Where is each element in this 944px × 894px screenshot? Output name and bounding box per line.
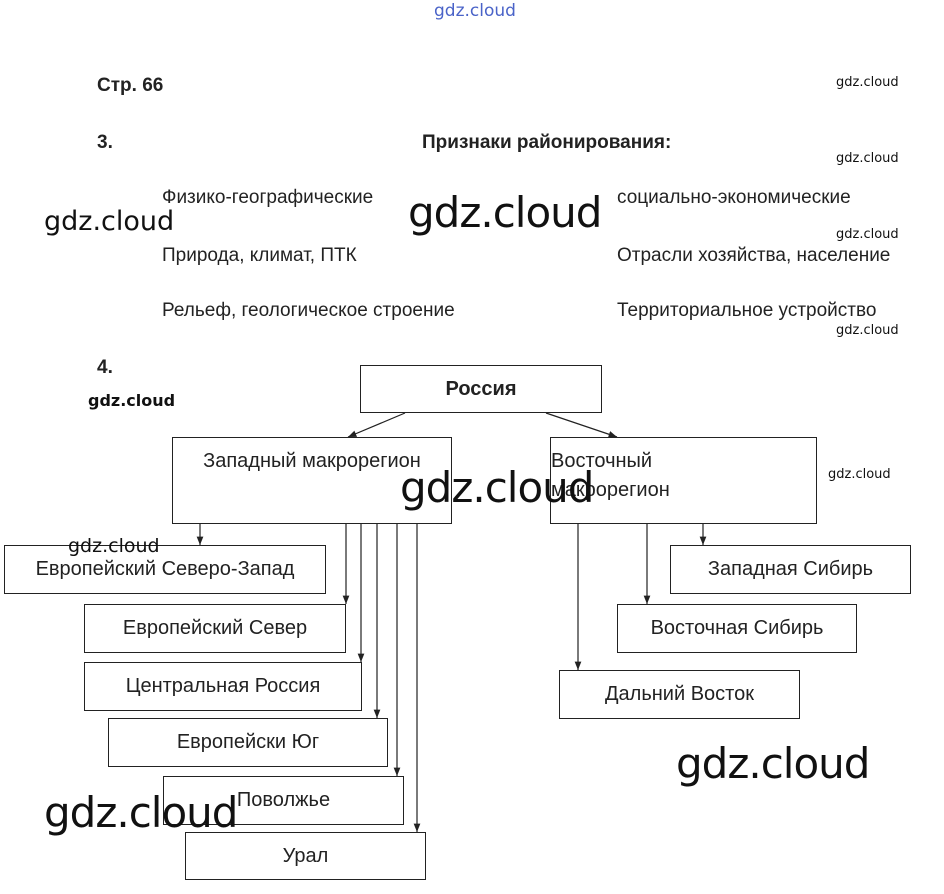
region-european-south: Европейски Юг xyxy=(108,718,388,767)
watermark-large-2: gdz.cloud xyxy=(400,463,594,512)
region-european-northwest: Европейский Северо-Запад xyxy=(4,545,326,594)
watermark-large-1: gdz.cloud xyxy=(408,188,602,237)
region-volga: Поволжье xyxy=(163,776,404,825)
criteria-left-3: Рельеф, геологическое строение xyxy=(162,300,455,321)
criteria-left-1: Физико-географические xyxy=(162,187,374,208)
criteria-right-2: Отрасли хозяйства, население xyxy=(617,245,891,266)
watermark-top: gdz.cloud xyxy=(434,1,516,21)
region-ural: Урал xyxy=(185,832,426,880)
watermark-large-4: gdz.cloud xyxy=(44,788,238,837)
region-central-russia: Центральная Россия xyxy=(84,662,362,711)
east-macroregion-line1: Восточный xyxy=(551,450,653,472)
task-4-number: 4. xyxy=(97,357,113,378)
watermark-medium-3: gdz.cloud xyxy=(44,206,175,237)
task-3-number: 3. xyxy=(97,132,113,153)
region-european-north: Европейский Север xyxy=(84,604,346,653)
region-far-east: Дальний Восток xyxy=(559,670,800,719)
task-3-title: Признаки районирования: xyxy=(422,132,672,153)
watermark-medium-1: gdz.cloud xyxy=(88,391,176,410)
page-reference: Стр. 66 xyxy=(97,75,164,96)
node-russia: Россия xyxy=(360,365,602,413)
node-west-macroregion: Западный макрорегион xyxy=(172,437,452,524)
watermark-small-3: gdz.cloud xyxy=(836,227,899,242)
criteria-right-3: Территориальное устройство xyxy=(617,300,877,321)
node-east-macroregion: Восточный макрорегион xyxy=(550,437,817,524)
watermark-small-5: gdz.cloud xyxy=(828,467,891,482)
region-east-siberia: Восточная Сибирь xyxy=(617,604,857,653)
criteria-right-1: социально-экономические xyxy=(617,187,851,208)
watermark-small-2: gdz.cloud xyxy=(836,151,899,166)
region-west-siberia: Западная Сибирь xyxy=(670,545,911,594)
watermark-medium-2: gdz.cloud xyxy=(68,535,160,557)
watermark-small-4: gdz.cloud xyxy=(836,323,899,338)
watermark-small-1: gdz.cloud xyxy=(836,75,899,90)
criteria-left-2: Природа, климат, ПТК xyxy=(162,245,357,266)
watermark-large-3: gdz.cloud xyxy=(676,739,870,788)
east-macroregion-line2: макрорегион xyxy=(551,479,670,501)
